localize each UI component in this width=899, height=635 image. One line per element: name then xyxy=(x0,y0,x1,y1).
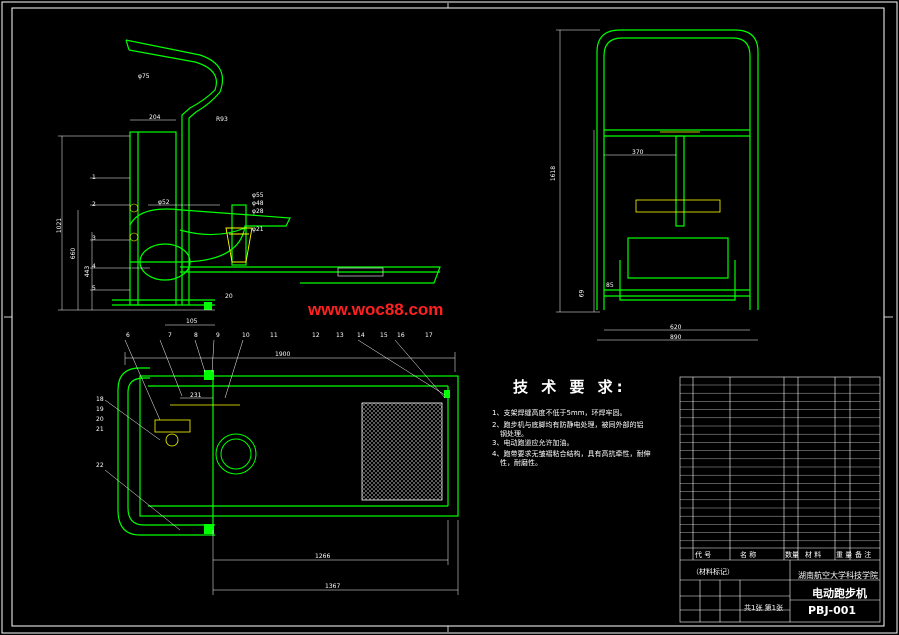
dim-side-3: 890 xyxy=(670,334,682,341)
dim-side-2: 620 xyxy=(670,324,682,331)
dim-top-3: 1367 xyxy=(325,583,341,590)
dim-side-4: 69 xyxy=(578,289,586,298)
dim-front-1: R93 xyxy=(216,116,228,123)
tb-header-weight: 重 量 xyxy=(836,551,853,559)
tb-sheet: 共1张 第1张 xyxy=(744,604,784,612)
tb-school: 湖南航空大学科技学院 xyxy=(798,571,878,580)
dim-front-7: 5 xyxy=(92,285,96,292)
dim-side-5: 85 xyxy=(606,282,614,289)
dim-front-10: 660 xyxy=(70,247,78,260)
tech-note-4: 4、跑带要求无皱褶粘合结构，具有高抗牵性，耐伸 xyxy=(492,450,651,458)
dim-top-16: 18 xyxy=(96,396,104,403)
dim-front-12: φ55 xyxy=(252,192,264,199)
dim-front-4: 2 xyxy=(92,201,96,208)
dim-top-12: 14 xyxy=(357,332,365,339)
dim-front-15: φ21 xyxy=(252,226,264,233)
tech-requirements-title: 技 术 要 求: xyxy=(513,378,627,396)
dim-top-0: 1900 xyxy=(275,351,291,358)
dim-front-13: φ48 xyxy=(252,200,264,207)
dim-top-17: 19 xyxy=(96,406,104,413)
tb-header-note: 备 注 xyxy=(855,551,872,559)
dim-top-20: 22 xyxy=(96,462,104,469)
dim-front-2: 204 xyxy=(149,114,161,121)
dim-front-5: 3 xyxy=(92,235,96,242)
dim-front-0: φ75 xyxy=(138,73,150,80)
tech-note-2b: 钢处理。 xyxy=(500,430,528,438)
tb-header-material: 材 料 xyxy=(805,551,822,559)
dim-top-10: 12 xyxy=(312,332,320,339)
dim-front-14: φ28 xyxy=(252,208,264,215)
dim-side-1: 370 xyxy=(632,149,644,156)
dim-front-16: 20 xyxy=(225,293,233,300)
dim-top-18: 20 xyxy=(96,416,104,423)
dim-top-2: 1266 xyxy=(315,553,331,560)
tech-note-1: 1、支架焊缝高度不低于5mm，环焊牢固。 xyxy=(492,409,627,417)
dim-top-5: 7 xyxy=(168,332,172,339)
tb-header-code: 代 号 xyxy=(695,551,712,559)
dim-front-8: φ52 xyxy=(158,199,170,206)
dim-top-13: 15 xyxy=(380,332,388,339)
tb-header-name: 名 称 xyxy=(740,551,757,559)
tb-drawing-no: PBJ-001 xyxy=(808,604,857,617)
dim-side-0: 1618 xyxy=(550,165,558,182)
watermark-text: www.woc88.com xyxy=(308,300,444,319)
tb-header-qty: 数量 xyxy=(785,551,799,559)
dim-top-4: 6 xyxy=(126,332,130,339)
dim-front-9: 1021 xyxy=(56,217,64,234)
dim-top-1: 231 xyxy=(190,392,202,399)
dim-front-11: 443 xyxy=(84,265,92,278)
dim-front-3: 1 xyxy=(92,174,96,181)
dim-front-6: 4 xyxy=(92,263,96,270)
tech-note-2: 2、跑步机与底脚均有防静电处理，被同外部的铝 xyxy=(492,421,644,429)
tb-material-mark: （材料标记） xyxy=(692,568,734,576)
tech-note-3: 3、电动跑道应允许加油。 xyxy=(492,439,574,447)
dim-top-7: 9 xyxy=(216,332,220,339)
dim-top-9: 11 xyxy=(270,332,278,339)
dim-top-6: 8 xyxy=(194,332,198,339)
dim-top-15: 17 xyxy=(425,332,433,339)
tech-note-4b: 性，耐磨性。 xyxy=(500,459,542,467)
dim-front-17: 105 xyxy=(186,318,198,325)
dim-top-19: 21 xyxy=(96,426,104,433)
dim-top-8: 10 xyxy=(242,332,250,339)
dim-top-14: 16 xyxy=(397,332,405,339)
dim-top-11: 13 xyxy=(336,332,344,339)
tb-product: 电动跑步机 xyxy=(812,587,867,600)
